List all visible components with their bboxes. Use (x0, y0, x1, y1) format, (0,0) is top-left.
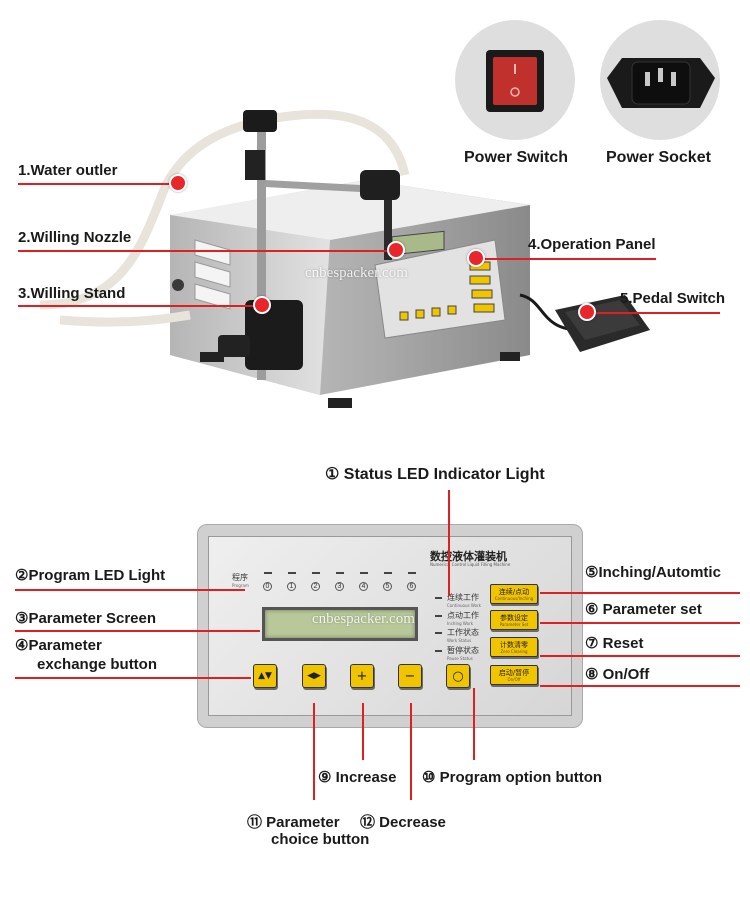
callout-parameter-screen: ③Parameter Screen (15, 610, 157, 627)
callout-inching-auto: ⑤Inching/Automtic (585, 564, 721, 581)
leader-parameter-choice (313, 703, 315, 800)
callout-parameter-choice-1: ⑪ Parameter (247, 814, 340, 831)
program-led-5 (384, 572, 392, 574)
leader-parameter-screen (15, 630, 260, 632)
callout-filling-stand: 3.Willing Stand (18, 285, 126, 302)
status-en: Continuous Work (447, 603, 481, 608)
status-led-0 (435, 597, 442, 599)
watermark-panel: cnbespacker.com (312, 611, 415, 627)
program-led-label: 0 (263, 582, 272, 591)
func-zh: 计数清零 (500, 640, 528, 649)
leader-program-option (473, 688, 475, 760)
status-zh: 连续工作 (447, 593, 479, 602)
callout-parameter-exchange-1: ④Parameter (15, 637, 102, 654)
callout-status-led: ① Status LED Indicator Light (325, 466, 545, 483)
status-led-1 (435, 615, 442, 617)
func-zh: 参数设定 (500, 613, 528, 622)
panel-subtitle: Numerical Control Liquid Filling Machine (430, 562, 511, 567)
callout-program-led: ②Program LED Light (15, 567, 166, 584)
watermark-top: cnbespacker.com (305, 265, 408, 281)
leader-parameter-set (540, 622, 740, 624)
leader-parameter-exchange (15, 677, 251, 679)
program-led-label: 5 (383, 582, 392, 591)
program-led-3 (336, 572, 344, 574)
func-en: Zero Clearing (500, 648, 528, 654)
func-en: On/Off (507, 676, 521, 682)
leader-pedal-switch (590, 312, 720, 314)
func-en: Continuous/Inching (494, 595, 534, 601)
program-option-button[interactable]: ○ (446, 664, 470, 688)
callout-parameter-choice-2: choice button (271, 831, 370, 848)
program-led-2 (312, 572, 320, 574)
program-led-0 (264, 572, 272, 574)
leader-increase (362, 703, 364, 760)
func-zh: 连续/点动 (498, 587, 530, 596)
leader-decrease (410, 703, 412, 800)
callout-filling-nozzle: 2.Willing Nozzle (18, 229, 132, 246)
parameter-exchange-button[interactable]: ▲▼ (253, 664, 277, 688)
marker-pedal-switch (578, 303, 596, 321)
leader-program-led (15, 589, 245, 591)
status-en: Inching Work (447, 621, 474, 626)
power-switch-label: Power Switch (464, 149, 569, 166)
program-led-label: 6 (407, 582, 416, 591)
callout-parameter-exchange-2: exchange button (37, 656, 158, 673)
program-led-label: 3 (335, 582, 344, 591)
machine-illustration (0, 0, 750, 430)
callout-program-option: ⑩ Program option button (422, 769, 603, 786)
marker-filling-stand (253, 296, 271, 314)
func-en: Parameter Set (499, 621, 529, 627)
leader-filling-stand (18, 305, 262, 307)
callout-water-outlet: 1.Water outler (18, 162, 118, 179)
status-en: Pause Status (447, 656, 473, 661)
leader-water-outlet (18, 183, 178, 185)
status-zh: 点动工作 (447, 611, 479, 620)
increase-button[interactable]: + (350, 664, 374, 688)
callout-decrease: ⑫ Decrease (360, 814, 446, 831)
parameter-choice-button[interactable]: ◀▶ (302, 664, 326, 688)
status-zh: 工作状态 (447, 628, 479, 637)
callout-pedal-switch: 5.Pedal Switch (620, 290, 726, 307)
callout-reset: ⑦ Reset (585, 635, 644, 652)
leader-reset (540, 655, 740, 657)
program-led-label: 2 (311, 582, 320, 591)
program-led-label: 4 (359, 582, 368, 591)
marker-operation-panel (467, 249, 485, 267)
leader-filling-nozzle (18, 250, 396, 252)
marker-water-outlet (169, 174, 187, 192)
program-led-row: 0 1 2 3 4 5 6 (260, 572, 420, 596)
leader-inching-auto (540, 592, 740, 594)
callout-operation-panel: 4.Operation Panel (528, 236, 656, 253)
marker-filling-nozzle (387, 241, 405, 259)
func-zh: 启动/暂停 (498, 668, 530, 677)
decrease-button[interactable]: − (398, 664, 422, 688)
program-label: 程序 Program (232, 572, 249, 588)
power-socket-label: Power Socket (606, 149, 711, 166)
program-label-en: Program (232, 583, 249, 588)
program-led-1 (288, 572, 296, 574)
program-led-4 (360, 572, 368, 574)
callout-parameter-set: ⑥ Parameter set (585, 601, 702, 618)
callout-on-off: ⑧ On/Off (585, 666, 650, 683)
status-zh: 暂停状态 (447, 646, 479, 655)
status-led-3 (435, 650, 442, 652)
leader-operation-panel (478, 258, 656, 260)
leader-status-led (448, 490, 450, 596)
leader-on-off (540, 685, 740, 687)
program-led-label: 1 (287, 582, 296, 591)
status-en: Work Status (447, 638, 472, 643)
parameter-screen (262, 607, 418, 641)
status-led-2 (435, 632, 442, 634)
callout-increase: ⑨ Increase (318, 769, 397, 786)
program-label-zh: 程序 (232, 573, 248, 582)
program-led-6 (408, 572, 416, 574)
